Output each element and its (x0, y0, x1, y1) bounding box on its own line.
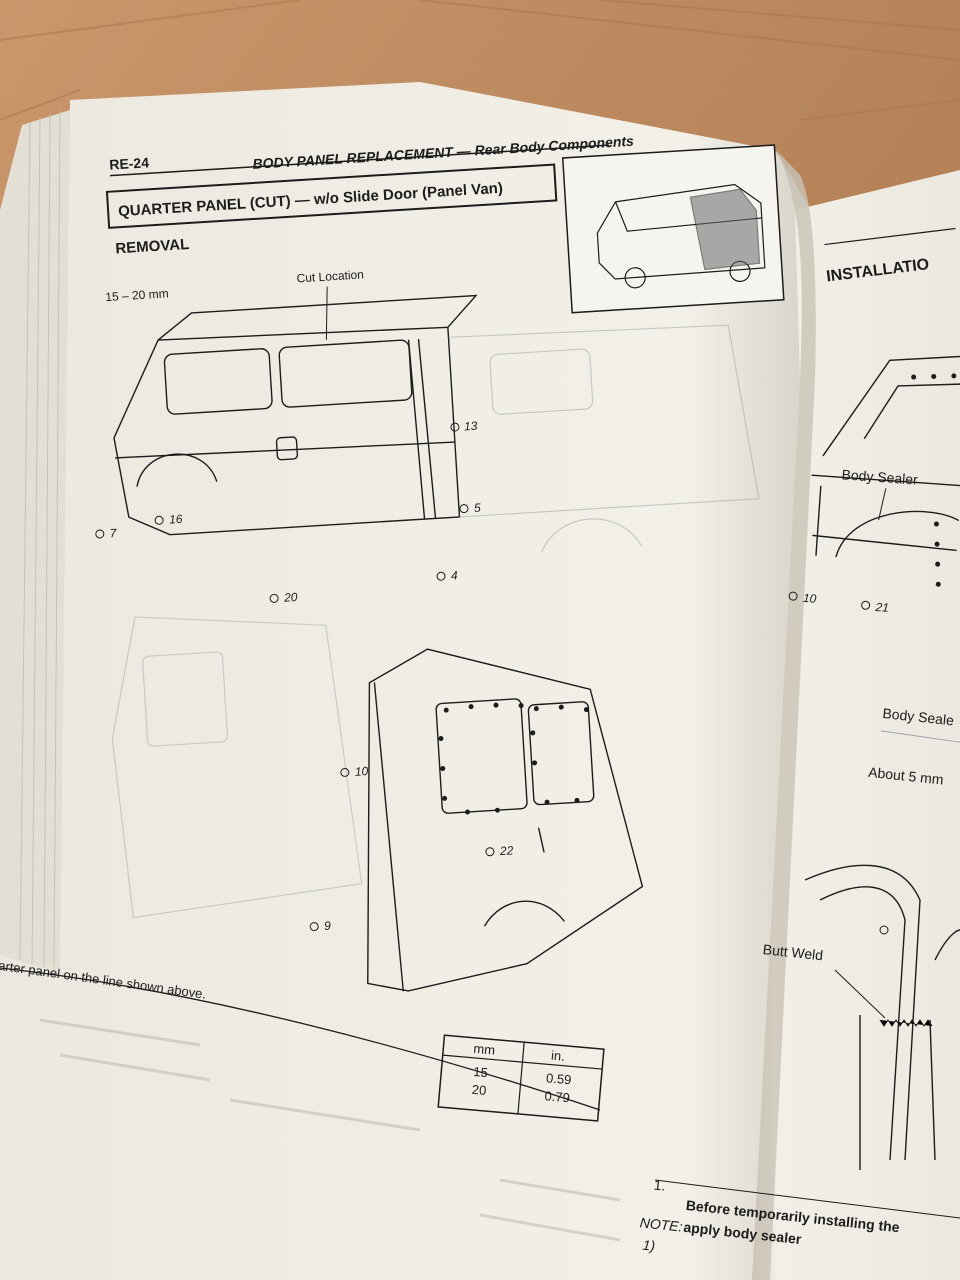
callouts-top: 13 16 7 5 4 20 (95, 419, 482, 605)
note-item: 1) (642, 1237, 656, 1254)
table-cell-in-2: 0.79 (544, 1088, 571, 1105)
right-callout-21: 21 (874, 600, 889, 615)
note-label: NOTE: (639, 1214, 683, 1234)
subsection-title: REMOVAL (115, 236, 190, 257)
callout-ring-10 (788, 591, 798, 601)
reverse-bleed-top (448, 324, 760, 553)
butt-weld-leader (834, 969, 886, 1019)
gutter-shadow (752, 150, 816, 1280)
right-spot-weld-dots (911, 373, 957, 587)
callout-7: 7 (109, 526, 118, 540)
right-header-rule (824, 227, 956, 246)
callout-13: 13 (464, 419, 479, 434)
callout-5: 5 (474, 501, 482, 515)
callout-ring-21 (861, 600, 871, 610)
butt-weld-label: Butt Weld (762, 941, 824, 963)
spot-weld-dots (438, 702, 589, 815)
callout-16: 16 (169, 512, 184, 527)
right-van-diagram (811, 355, 960, 558)
right-step-number: 1. (653, 1177, 666, 1194)
body-sealer-label-2: Body Seale (882, 705, 955, 728)
weld-zigzag (879, 1019, 933, 1027)
right-step-rule (654, 1179, 960, 1219)
inset-van (596, 183, 766, 289)
callout-10: 10 (354, 764, 369, 779)
body-sealer-label: Body Sealer (841, 466, 919, 487)
dimension-label: 15 – 20 mm (105, 286, 169, 304)
section-title-box (105, 163, 558, 229)
table-cell-mm-2: 20 (471, 1082, 487, 1098)
table-cell-in-1: 0.59 (546, 1070, 573, 1087)
reverse-bleed-bottom (111, 616, 363, 919)
butt-weld-diagram (804, 864, 960, 1170)
table-cell-mm-1: 15 (473, 1064, 489, 1080)
page-stack-edge (0, 110, 70, 980)
section-rule (0, 967, 601, 1111)
reverse-text-bleed (39, 1018, 621, 1242)
left-page (0, 82, 808, 1280)
right-callout-10: 10 (802, 591, 817, 606)
callout-20: 20 (283, 590, 299, 605)
body-sealer-2-line (880, 730, 960, 743)
table-header-in: in. (551, 1048, 566, 1064)
callouts-bottom: 10 22 9 (309, 764, 515, 933)
cut-location-leader (325, 286, 328, 340)
body-sealer-leader (878, 488, 887, 521)
callout-9: 9 (324, 919, 332, 933)
header-rule (109, 144, 610, 177)
page-number: RE-24 (109, 154, 150, 172)
conversion-table: mm in. 15 0.59 20 0.79 (437, 1034, 605, 1122)
weld-marker (879, 925, 889, 935)
about-5mm-label: About 5 mm (868, 764, 945, 788)
callout-22: 22 (499, 843, 515, 858)
table-header-mm: mm (473, 1041, 496, 1058)
page-stack-lines (19, 110, 61, 973)
cut-location-label: Cut Location (296, 267, 364, 285)
callout-4: 4 (451, 568, 459, 582)
van-diagram-bottom (367, 648, 644, 992)
wood-grain (0, 0, 960, 121)
